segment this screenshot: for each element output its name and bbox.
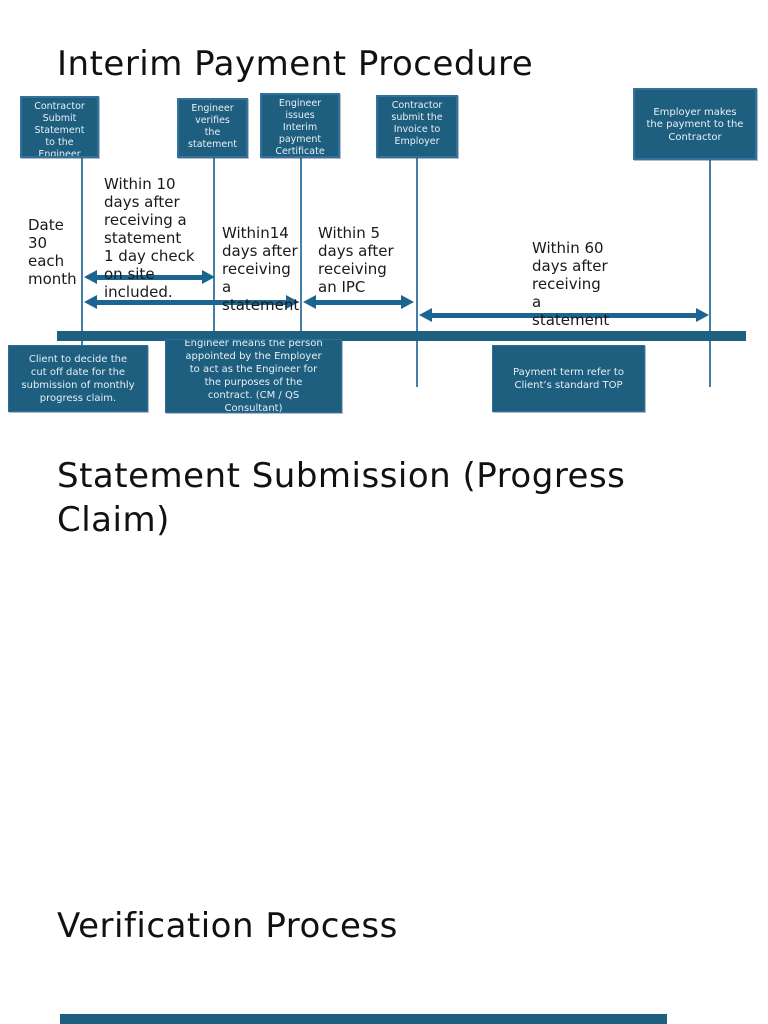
process-box-engineer-verifies-statement: Engineer verifies the statement bbox=[177, 98, 248, 158]
slide-title: Interim Payment Procedure bbox=[57, 44, 534, 84]
note-box-engineer-definition: Engineer means the person appointed by t… bbox=[165, 339, 342, 413]
process-box-contractor-submit-invoice: Contractor submit the Invoice to Employe… bbox=[376, 95, 458, 158]
timeline-label-within-14-days: Within14 days after receiving a statemen… bbox=[222, 224, 300, 314]
process-box-employer-makes-payment: Employer makes the payment to the Contra… bbox=[633, 88, 757, 160]
note-box-payment-term: Payment term refer to Client’s standard … bbox=[492, 345, 645, 412]
duration-arrow-5-days bbox=[303, 295, 414, 309]
connector-line bbox=[416, 158, 418, 387]
timeline-label-within-60-days: Within 60 days after receiving a stateme… bbox=[532, 239, 610, 329]
section-heading-statement-submission: Statement Submission (Progress Claim) bbox=[57, 456, 626, 540]
process-box-engineer-issues-ipc: Engineer issues Interim payment Certific… bbox=[260, 93, 340, 158]
connector-line bbox=[300, 158, 302, 335]
note-box-client-cutoff-date: Client to decide the cut off date for th… bbox=[8, 345, 148, 412]
connector-line bbox=[213, 158, 215, 340]
connector-line bbox=[709, 160, 711, 387]
next-slide-top-edge bbox=[60, 1014, 667, 1024]
process-box-contractor-submit-statement: Contractor Submit Statement to the Engin… bbox=[20, 96, 99, 158]
connector-line bbox=[81, 158, 83, 345]
timeline-label-within-5-days: Within 5 days after receiving an IPC bbox=[318, 224, 394, 296]
duration-arrow-60-days bbox=[419, 308, 709, 322]
section-heading-verification-process: Verification Process bbox=[57, 906, 398, 946]
timeline-label-date: Date 30 each month bbox=[28, 216, 77, 288]
timeline-bar bbox=[57, 331, 746, 341]
duration-arrow-14-days bbox=[84, 295, 299, 309]
duration-arrow-10-days bbox=[84, 270, 215, 284]
timeline-label-within-10-days: Within 10 days after receiving a stateme… bbox=[104, 175, 195, 301]
